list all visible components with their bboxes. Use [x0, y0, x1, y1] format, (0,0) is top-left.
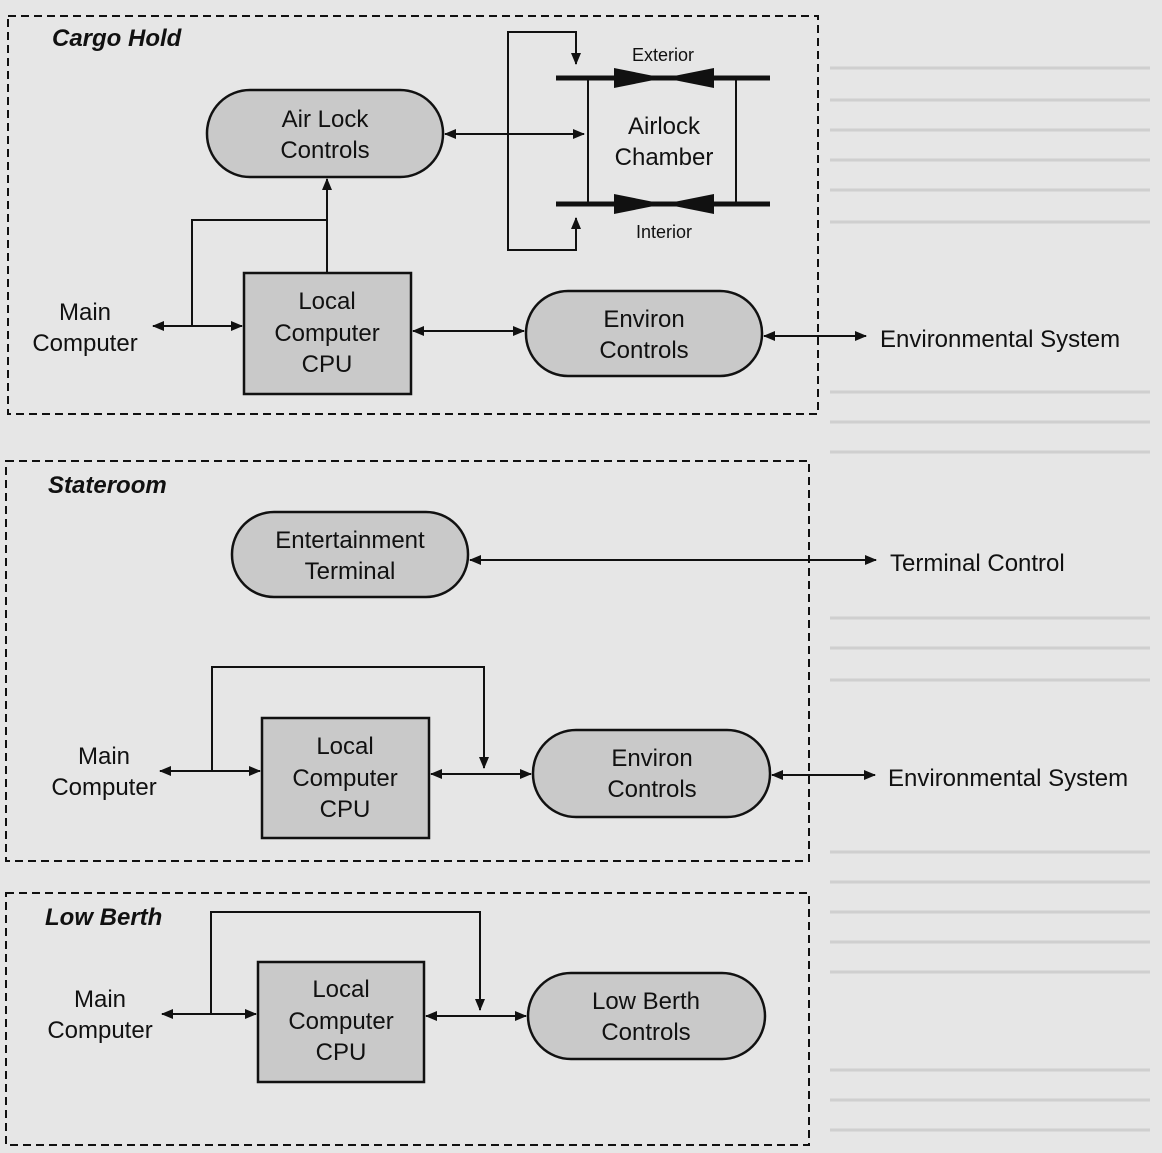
stateroom-local-cpu-node	[260, 716, 431, 840]
cargo-environ-controls-label-line2: Controls	[599, 337, 688, 364]
cargo-main-computer-label-line2: Computer	[32, 330, 137, 357]
entertainment-terminal-node	[230, 510, 470, 599]
cargo-environ-controls-label-line1: Environ	[603, 306, 684, 333]
interior-door-icon	[614, 194, 714, 214]
low-berth-controls-label-line1: Low Berth	[592, 988, 700, 1015]
stateroom-connectors	[159, 555, 877, 780]
entertainment-terminal-label-line1: Entertainment	[275, 527, 425, 554]
airlock-chamber-label-line2: Chamber	[615, 144, 714, 171]
stateroom-environmental-system-label: Environmental System	[888, 765, 1128, 792]
cargo-local-cpu-label-line2: Computer	[274, 320, 379, 347]
low-berth-frame	[5, 892, 810, 1146]
exterior-label: Exterior	[632, 45, 694, 65]
cargo-environmental-system-label: Environmental System	[880, 326, 1120, 353]
low-berth-local-cpu-label-line2: Computer	[288, 1008, 393, 1035]
airlock-controls-node	[205, 88, 445, 179]
low-berth-local-cpu-label-line1: Local	[312, 976, 369, 1003]
section-cargo-hold: Cargo Hold Air Lock Controls Local Compu…	[7, 15, 1120, 415]
low-berth-local-cpu-node	[256, 960, 426, 1084]
low-berth-title: Low Berth	[45, 904, 162, 931]
stateroom-title: Stateroom	[48, 472, 167, 499]
airlock-controls-label-line1: Air Lock	[282, 106, 370, 133]
entertainment-terminal-label-line2: Terminal	[305, 558, 396, 585]
stateroom-environ-controls-node	[531, 728, 772, 819]
section-stateroom: Stateroom Entertainment Terminal Local C…	[5, 460, 1128, 862]
low-berth-main-computer-label-line1: Main	[74, 986, 126, 1013]
stateroom-local-cpu-label-line1: Local	[316, 733, 373, 760]
cargo-connectors	[152, 31, 867, 341]
stateroom-main-computer-label-line1: Main	[78, 743, 130, 770]
stateroom-environ-controls-label-line1: Environ	[611, 745, 692, 772]
airlock-chamber-label-line1: Airlock	[628, 113, 701, 140]
cargo-local-cpu-node	[242, 271, 413, 396]
background-text-texture	[830, 66, 1150, 1132]
stateroom-environ-controls-label-line2: Controls	[607, 776, 696, 803]
exterior-door-icon	[614, 68, 714, 88]
low-berth-main-computer-label-line2: Computer	[47, 1017, 152, 1044]
terminal-control-label: Terminal Control	[890, 550, 1065, 577]
cargo-local-cpu-label-line1: Local	[298, 288, 355, 315]
low-berth-controls-label-line2: Controls	[601, 1019, 690, 1046]
cargo-main-computer-label-line1: Main	[59, 299, 111, 326]
cargo-local-cpu-label-line3: CPU	[302, 351, 353, 378]
interior-label: Interior	[636, 222, 692, 242]
cargo-environ-controls-node	[524, 289, 764, 378]
airlock-controls-label-line2: Controls	[280, 137, 369, 164]
cargo-hold-title: Cargo Hold	[52, 25, 183, 52]
low-berth-local-cpu-label-line3: CPU	[316, 1039, 367, 1066]
stateroom-local-cpu-label-line3: CPU	[320, 796, 371, 823]
stateroom-frame	[5, 460, 810, 862]
stateroom-local-cpu-label-line2: Computer	[292, 765, 397, 792]
stateroom-main-computer-label-line2: Computer	[51, 774, 156, 801]
airlock-chamber-structure	[556, 68, 770, 214]
low-berth-connectors	[161, 911, 527, 1021]
low-berth-controls-node	[526, 971, 767, 1061]
section-low-berth: Low Berth Local Computer CPU Low Berth C…	[5, 892, 810, 1146]
cargo-hold-frame	[7, 15, 819, 415]
